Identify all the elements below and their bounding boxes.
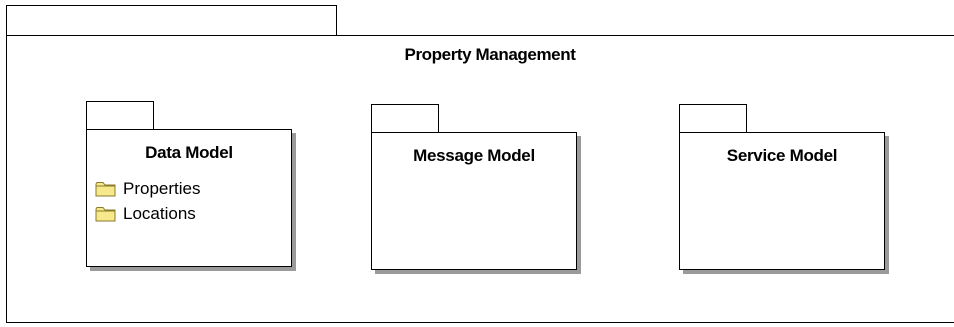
outer-package-title: Property Management [404, 45, 576, 64]
folder-icon [95, 206, 116, 221]
package-body: Data Model Properties Locations [86, 129, 292, 267]
package-title: Data Model [145, 143, 233, 162]
package-item-label: Locations [123, 203, 196, 223]
package-tab [86, 101, 154, 130]
package-item-label: Properties [123, 178, 201, 198]
package-body: Service Model [679, 132, 885, 270]
package-item-locations[interactable]: Locations [95, 201, 200, 226]
package-tab [371, 104, 439, 133]
package-item-properties[interactable]: Properties [95, 176, 200, 201]
package-data-model[interactable]: Data Model Properties Locations [86, 101, 296, 271]
package-contents: Properties Locations [95, 176, 200, 226]
package-tab [679, 104, 747, 133]
package-title: Service Model [726, 146, 838, 165]
outer-package-tab [6, 5, 337, 35]
package-title: Message Model [413, 146, 535, 165]
folder-icon [95, 181, 116, 196]
package-body: Message Model [371, 132, 577, 270]
package-service-model[interactable]: Service Model [679, 104, 889, 274]
package-message-model[interactable]: Message Model [371, 104, 581, 274]
